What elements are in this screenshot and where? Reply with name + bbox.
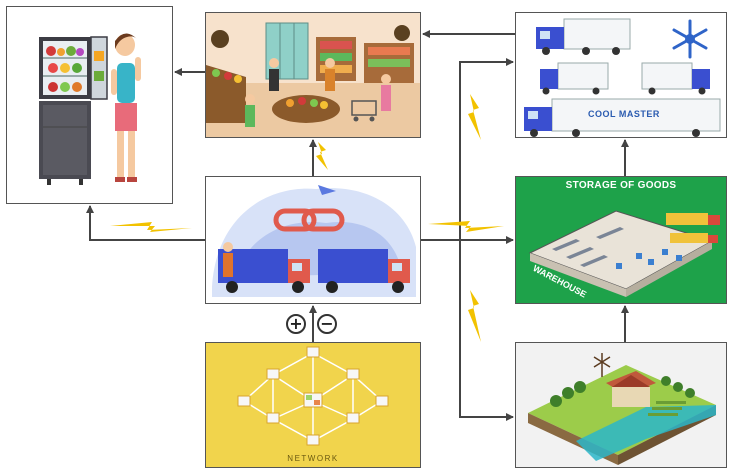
lightning-icon <box>316 142 328 170</box>
arrow-logistics-to-farm <box>459 240 514 421</box>
snowflake-icon <box>672 19 708 59</box>
lightning-icon <box>468 290 481 342</box>
lightning-icon <box>110 222 192 232</box>
refrigerated-truck-icon <box>524 18 721 137</box>
network-node-icon <box>237 346 389 446</box>
delivery-truck-icon <box>212 185 416 297</box>
network-label: NETWORK <box>287 454 339 463</box>
grocery-store-panel <box>205 12 421 138</box>
refrigerated-trucks-panel: COOL MASTER <box>515 12 727 138</box>
fridge-panel <box>6 6 173 204</box>
logistics-panel <box>205 176 421 304</box>
warehouse-panel: STORAGE OF GOODS WAREHOUSE <box>515 176 727 304</box>
farm-panel <box>515 342 727 468</box>
arrow-logistics-to-fridge <box>86 205 205 241</box>
lightning-icon <box>110 94 504 342</box>
chain-link-icon <box>273 208 345 232</box>
plus-sign: + <box>286 314 306 334</box>
farm-icon <box>528 353 716 465</box>
storage-of-goods-title: STORAGE OF GOODS <box>565 180 677 191</box>
lightning-icon <box>468 94 481 140</box>
arrow-logistics-to-trucks <box>459 58 514 240</box>
cool-master-label: COOL MASTER <box>588 109 660 119</box>
arrows <box>86 30 629 421</box>
grocery-store-icon <box>206 13 420 137</box>
lightning-icon <box>428 221 504 232</box>
shopper-icon <box>111 33 141 182</box>
minus-sign: − <box>317 314 337 334</box>
refrigerator-icon <box>39 36 108 185</box>
network-panel: NETWORK <box>205 342 421 468</box>
warehouse-icon <box>528 210 720 297</box>
